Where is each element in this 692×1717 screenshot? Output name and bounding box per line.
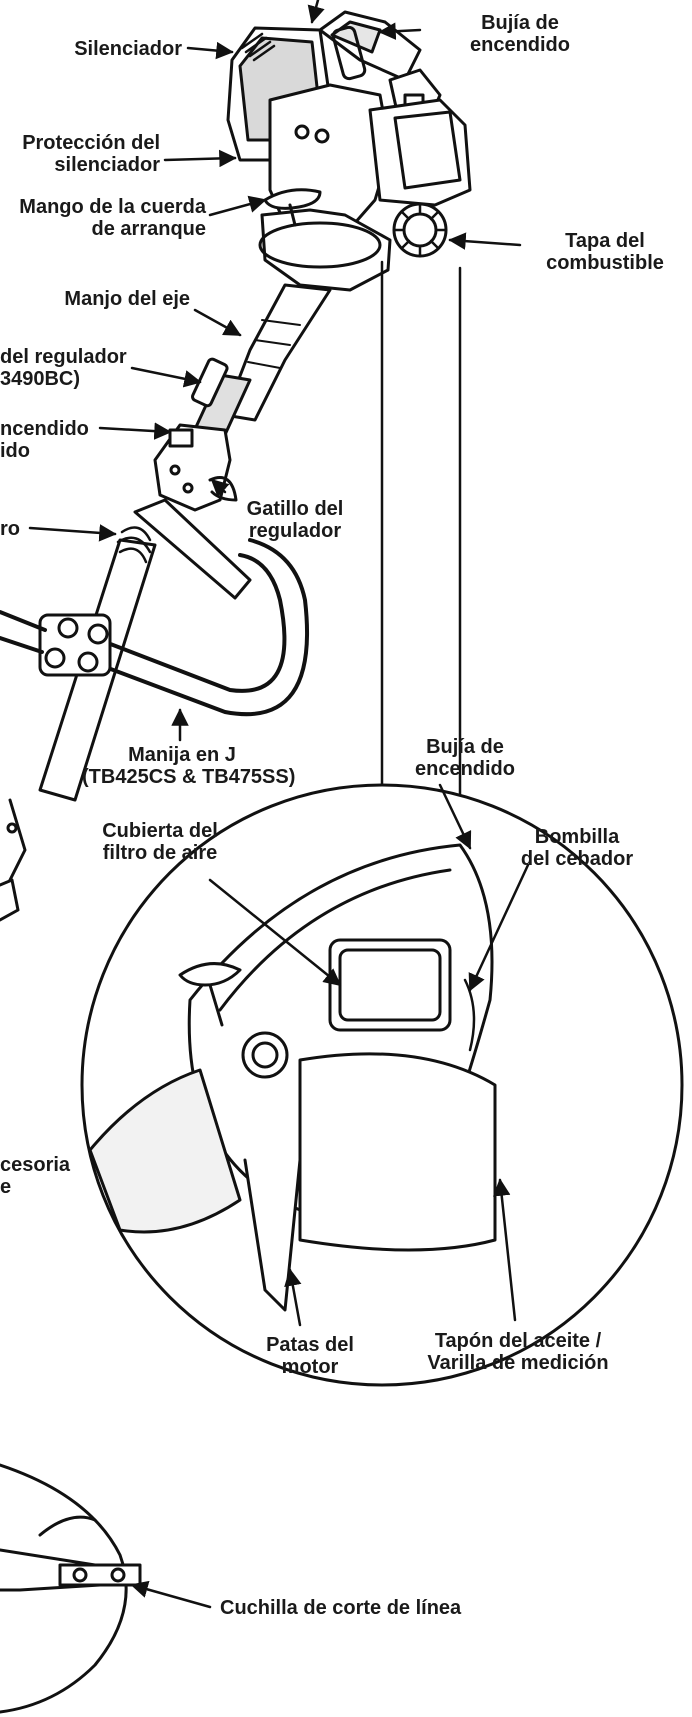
label-manjo-eje: Manjo del eje — [64, 288, 190, 310]
label-encendido: ncendido ido — [0, 418, 89, 462]
shaft-assembly — [0, 283, 332, 922]
label-proteccion-silenciador: Protección del silenciador — [22, 132, 160, 176]
label-regulador: del regulador 3490BC) — [0, 346, 127, 390]
label-silenciador: Silenciador — [74, 38, 182, 60]
blade-detail — [0, 1463, 142, 1714]
label-bujia-top: Bujía de encendido — [469, 12, 570, 56]
label-bujia-inset: Bujía de encendido — [414, 736, 515, 780]
leader-arrows — [28, 0, 530, 1609]
inset-detail — [80, 260, 684, 1387]
label-gatillo-regulador: Gatillo del regulador — [246, 498, 344, 542]
label-accesoria: cesoria e — [0, 1154, 71, 1198]
label-bombilla-cebador: Bombilla del cebador — [520, 826, 634, 870]
label-tapon-aceite: Tapón del aceite / Varilla de medición — [427, 1330, 609, 1374]
engine-body — [226, 10, 472, 292]
label-cuchilla-corte: Cuchilla de corte de línea — [220, 1597, 462, 1619]
label-mango-cuerda: Mango de la cuerda de arranque — [19, 196, 206, 240]
label-ro: ro — [0, 518, 20, 540]
label-manija-j: Manija en J (TB425CS & TB475SS) — [82, 744, 296, 788]
label-tapa-combustible: Tapa del combustible — [546, 230, 664, 274]
label-patas-motor: Patas del motor — [266, 1334, 354, 1378]
label-cubierta-filtro: Cubierta del filtro de aire — [102, 820, 218, 864]
